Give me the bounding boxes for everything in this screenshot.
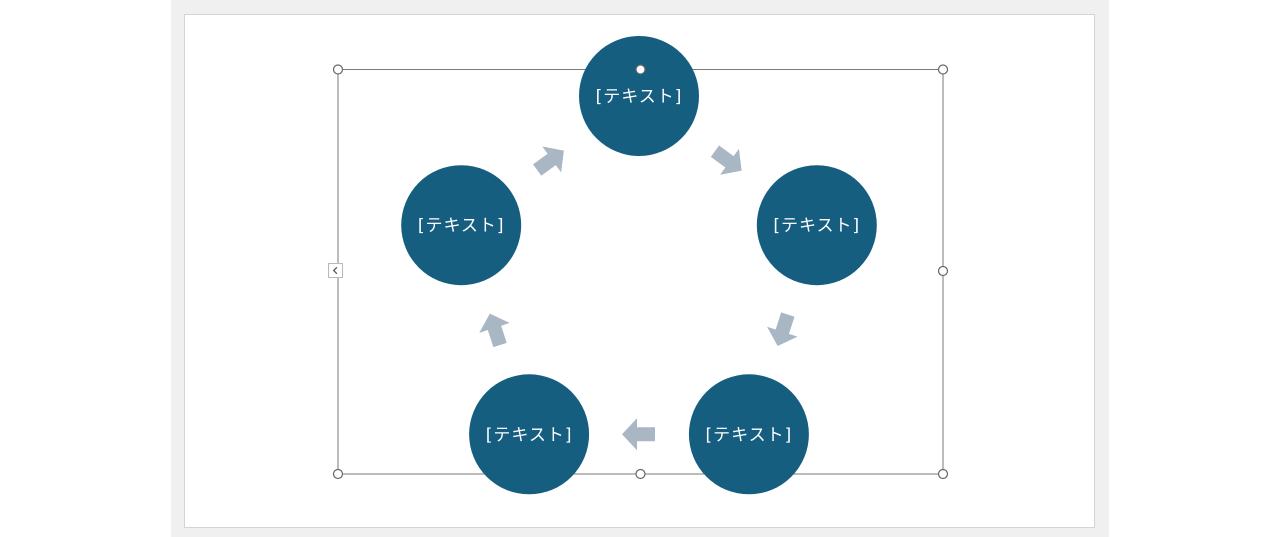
text-pane-toggle[interactable] bbox=[328, 263, 343, 278]
resize-handles[interactable] bbox=[332, 64, 949, 480]
cycle-node-5[interactable]: [テキスト] bbox=[401, 165, 522, 286]
resize-handle-bottom-left[interactable] bbox=[332, 468, 344, 480]
cycle-node-4[interactable]: [テキスト] bbox=[469, 374, 590, 495]
cycle-arrow-4[interactable] bbox=[475, 309, 516, 350]
node-circle[interactable] bbox=[401, 165, 522, 286]
nodes-layer: [テキスト] [テキスト] [テキスト] [テキスト] [テキスト] bbox=[401, 36, 877, 495]
arrows-layer bbox=[475, 138, 803, 451]
node-label[interactable]: [テキスト] bbox=[596, 87, 683, 107]
cycle-arrow-5[interactable] bbox=[528, 138, 574, 183]
node-label[interactable]: [テキスト] bbox=[418, 216, 505, 236]
resize-handle-top-left[interactable] bbox=[332, 64, 344, 75]
cycle-node-1[interactable]: [テキスト] bbox=[579, 36, 699, 156]
node-circle[interactable] bbox=[469, 374, 590, 495]
cycle-node-3[interactable]: [テキスト] bbox=[688, 374, 809, 495]
cycle-node-2[interactable]: [テキスト] bbox=[756, 165, 877, 286]
node-label[interactable]: [テキスト] bbox=[706, 425, 793, 445]
node-circle[interactable] bbox=[688, 374, 809, 495]
node-label[interactable]: [テキスト] bbox=[486, 425, 573, 445]
node-circle[interactable] bbox=[579, 36, 699, 156]
resize-handle-bottom[interactable] bbox=[635, 468, 646, 480]
cycle-arrow-1[interactable] bbox=[706, 138, 752, 183]
chevron-left-icon bbox=[332, 266, 338, 275]
cycle-arrow-3[interactable] bbox=[622, 418, 655, 451]
resize-handle-right[interactable] bbox=[937, 265, 949, 277]
node-circle[interactable] bbox=[756, 165, 877, 286]
node-label[interactable]: [テキスト] bbox=[773, 216, 860, 236]
resize-handle-bottom-right[interactable] bbox=[937, 468, 949, 480]
resize-handle-top[interactable] bbox=[635, 64, 646, 75]
resize-handle-top-right[interactable] bbox=[937, 64, 949, 75]
cycle-arrow-2[interactable] bbox=[762, 310, 803, 351]
